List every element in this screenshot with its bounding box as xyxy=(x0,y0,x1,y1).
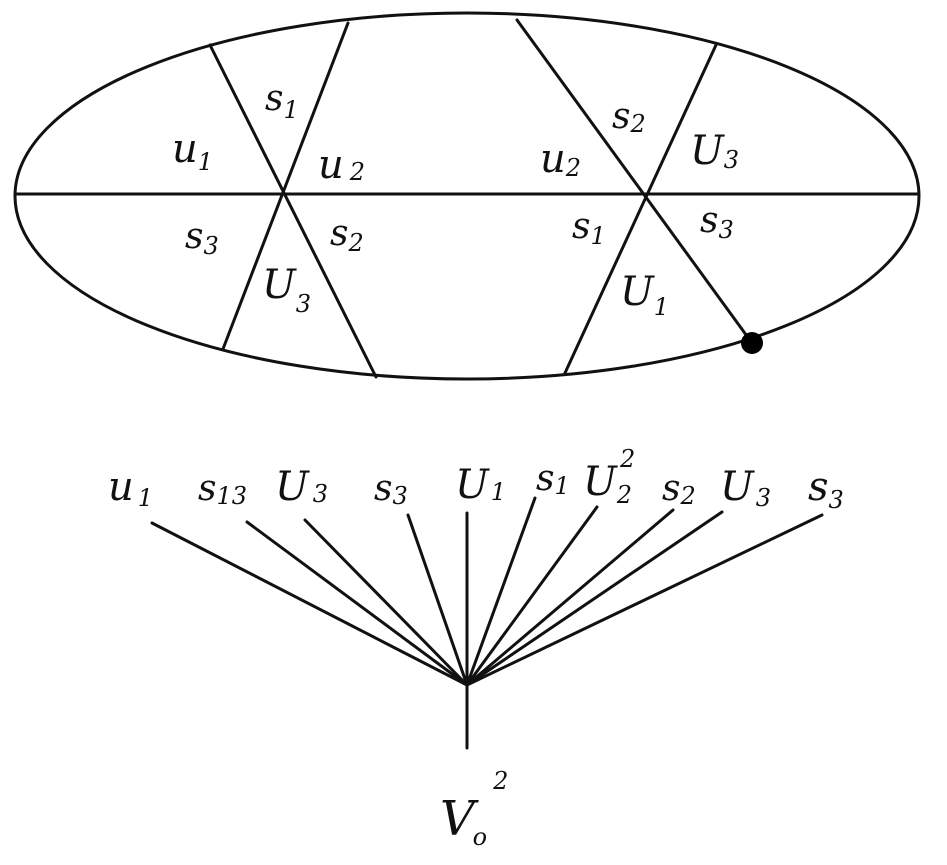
leaf-label-10: s3 xyxy=(808,464,844,514)
region-label-s1-right: s1 xyxy=(572,206,606,250)
leaf-label-9: U3 xyxy=(720,464,771,512)
tree-edge-8 xyxy=(465,508,675,687)
tree-edge-1 xyxy=(150,521,469,687)
region-label-u3-right: U3 xyxy=(690,128,739,174)
leaf-label-6: s1 xyxy=(536,458,570,500)
tree-edge-2 xyxy=(245,520,469,687)
region-label-s3-right: s3 xyxy=(700,200,734,244)
tree-edge-3 xyxy=(303,518,469,687)
tree-edge-7 xyxy=(465,505,599,687)
root-label: Vo2 xyxy=(440,767,508,851)
leaf-label-8: s2 xyxy=(662,468,696,510)
tree-edge-4 xyxy=(406,513,469,687)
leaf-label-4: s3 xyxy=(374,468,408,510)
leaf-label-7: U22 xyxy=(583,445,635,509)
left-line-b xyxy=(221,21,350,351)
ellipse-boundary xyxy=(13,11,921,381)
left-line-a xyxy=(208,43,378,379)
region-label-u2-right: u2 xyxy=(540,136,581,182)
tree-edge-6 xyxy=(465,496,537,687)
region-label-s2-left: s2 xyxy=(330,213,364,257)
region-label-s2-right: s2 xyxy=(612,96,646,138)
marked-point xyxy=(741,332,763,354)
region-label-u1-right: U1 xyxy=(620,269,669,321)
right-line-b xyxy=(563,43,718,375)
region-label-s3-left: s3 xyxy=(185,216,219,260)
region-label-u1-left: u1 xyxy=(172,126,213,176)
leaf-label-2: s13 xyxy=(198,468,247,510)
tree-edge-10 xyxy=(465,513,824,687)
tree-edge-9 xyxy=(465,510,724,687)
right-line-a xyxy=(515,18,754,345)
region-label-s1-left: s1 xyxy=(265,78,299,124)
leaf-label-5: U1 xyxy=(455,462,506,508)
region-label-u3-left: U3 xyxy=(262,262,311,318)
